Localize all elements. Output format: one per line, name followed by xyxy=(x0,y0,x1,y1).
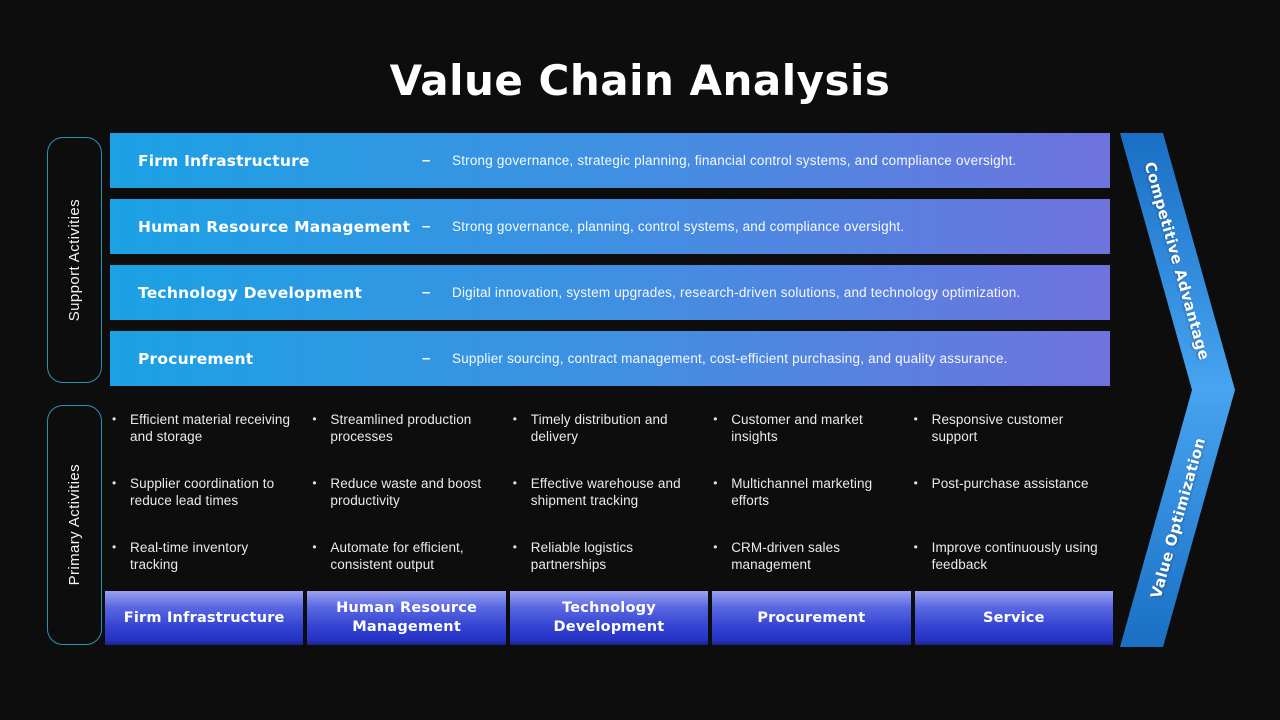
bar-description: Supplier sourcing, contract management, … xyxy=(452,351,1008,366)
bar-human-resource-management: Human Resource Management – Strong gover… xyxy=(110,199,1110,254)
column-operations: • Streamlined production processes • Red… xyxy=(310,405,510,603)
dash-separator: – xyxy=(422,218,431,235)
primary-activities-label: Primary Activities xyxy=(66,464,83,586)
bullet-icon: • xyxy=(913,412,918,426)
list-item: • Post-purchase assistance xyxy=(912,475,1112,539)
bullet-text: Reduce waste and boost productivity xyxy=(330,476,482,508)
bar-description: Strong governance, planning, control sys… xyxy=(452,219,905,234)
footer-box-service: Service xyxy=(914,591,1113,645)
footer-box-firm-infrastructure: Firm Infrastructure xyxy=(105,591,304,645)
bar-technology-development: Technology Development – Digital innovat… xyxy=(110,265,1110,320)
footer-label: Procurement xyxy=(757,609,866,626)
dash-separator: – xyxy=(422,152,431,169)
list-item: • Improve continuously using feedback xyxy=(912,539,1112,603)
bullet-text: Streamlined production processes xyxy=(330,412,472,444)
bullet-icon: • xyxy=(512,476,517,490)
bullet-icon: • xyxy=(713,476,718,490)
list-item: • Streamlined production processes xyxy=(310,411,510,475)
bullet-text: Customer and market insights xyxy=(731,412,863,444)
bar-description: Strong governance, strategic planning, f… xyxy=(452,153,1017,168)
list-item: • Reliable logistics partnerships xyxy=(511,539,711,603)
list-item: • Effective warehouse and shipment track… xyxy=(511,475,711,539)
bullet-icon: • xyxy=(913,540,918,554)
bullet-icon: • xyxy=(112,476,117,490)
bullet-text: Efficient material receiving and storage xyxy=(130,412,291,444)
bullet-icon: • xyxy=(512,540,517,554)
bullet-icon: • xyxy=(312,412,317,426)
support-activities-label-box: Support Activities xyxy=(47,137,102,383)
page-title: Value Chain Analysis xyxy=(389,56,891,105)
column-service: • Responsive customer support • Post-pur… xyxy=(912,405,1112,603)
bullet-icon: • xyxy=(913,476,918,490)
primary-activities-columns: • Efficient material receiving and stora… xyxy=(110,405,1112,603)
bullet-icon: • xyxy=(112,412,117,426)
bullet-text: Post-purchase assistance xyxy=(931,476,1089,491)
dash-separator: – xyxy=(422,284,431,301)
bullet-text: Automate for efficient, consistent outpu… xyxy=(330,540,464,572)
primary-activities-footer-row: Firm Infrastructure Human Resource Manag… xyxy=(105,591,1113,645)
column-outbound-logistics: • Timely distribution and delivery • Eff… xyxy=(511,405,711,603)
bullet-text: Responsive customer support xyxy=(931,412,1064,444)
column-inbound-logistics: • Efficient material receiving and stora… xyxy=(110,405,310,603)
list-item: • Timely distribution and delivery xyxy=(511,411,711,475)
list-item: • Automate for efficient, consistent out… xyxy=(310,539,510,603)
bullet-icon: • xyxy=(312,540,317,554)
list-item: • Efficient material receiving and stora… xyxy=(110,411,310,475)
list-item: • Customer and market insights xyxy=(711,411,911,475)
support-activities-label: Support Activities xyxy=(66,198,83,322)
list-item: • Supplier coordination to reduce lead t… xyxy=(110,475,310,539)
bar-firm-infrastructure: Firm Infrastructure – Strong governance,… xyxy=(110,133,1110,188)
bullet-text: Real-time inventory tracking xyxy=(130,540,249,572)
footer-label: Human Resource Management xyxy=(336,600,478,635)
footer-box-technology-development: Technology Development xyxy=(509,591,709,645)
support-activities-bars: Firm Infrastructure – Strong governance,… xyxy=(110,133,1110,397)
bullet-icon: • xyxy=(713,540,718,554)
bullet-icon: • xyxy=(112,540,117,554)
bullet-text: Effective warehouse and shipment trackin… xyxy=(530,476,681,508)
bullet-text: Multichannel marketing efforts xyxy=(731,476,873,508)
bar-procurement: Procurement – Supplier sourcing, contrac… xyxy=(110,331,1110,386)
list-item: • Multichannel marketing efforts xyxy=(711,475,911,539)
primary-activities-label-box: Primary Activities xyxy=(47,405,102,645)
list-item: • CRM-driven sales management xyxy=(711,539,911,603)
list-item: • Reduce waste and boost productivity xyxy=(310,475,510,539)
bullet-text: Improve continuously using feedback xyxy=(931,540,1098,572)
value-optimization-label: Value Optimization xyxy=(1146,435,1210,601)
bar-title: Human Resource Management xyxy=(138,217,411,236)
bar-title: Technology Development xyxy=(138,283,363,302)
footer-box-human-resource-management: Human Resource Management xyxy=(307,591,506,645)
list-item: • Responsive customer support xyxy=(912,411,1112,475)
bullet-text: Supplier coordination to reduce lead tim… xyxy=(130,476,275,508)
bullet-text: CRM-driven sales management xyxy=(731,540,841,572)
bar-title: Procurement xyxy=(138,349,254,368)
bullet-icon: • xyxy=(512,412,517,426)
bullet-icon: • xyxy=(713,412,718,426)
bullet-text: Reliable logistics partnerships xyxy=(530,540,634,572)
column-marketing-sales: • Customer and market insights • Multich… xyxy=(711,405,911,603)
bar-description: Digital innovation, system upgrades, res… xyxy=(452,285,1021,300)
bullet-text: Timely distribution and delivery xyxy=(530,412,668,444)
footer-label: Service xyxy=(982,609,1045,626)
footer-label: Technology Development xyxy=(553,600,665,635)
competitive-advantage-label: Competitive Advantage xyxy=(1140,159,1214,363)
footer-box-procurement: Procurement xyxy=(712,591,911,645)
list-item: • Real-time inventory tracking xyxy=(110,539,310,603)
bullet-icon: • xyxy=(312,476,317,490)
footer-label: Firm Infrastructure xyxy=(123,609,285,626)
dash-separator: – xyxy=(422,350,431,367)
bar-title: Firm Infrastructure xyxy=(138,151,310,170)
